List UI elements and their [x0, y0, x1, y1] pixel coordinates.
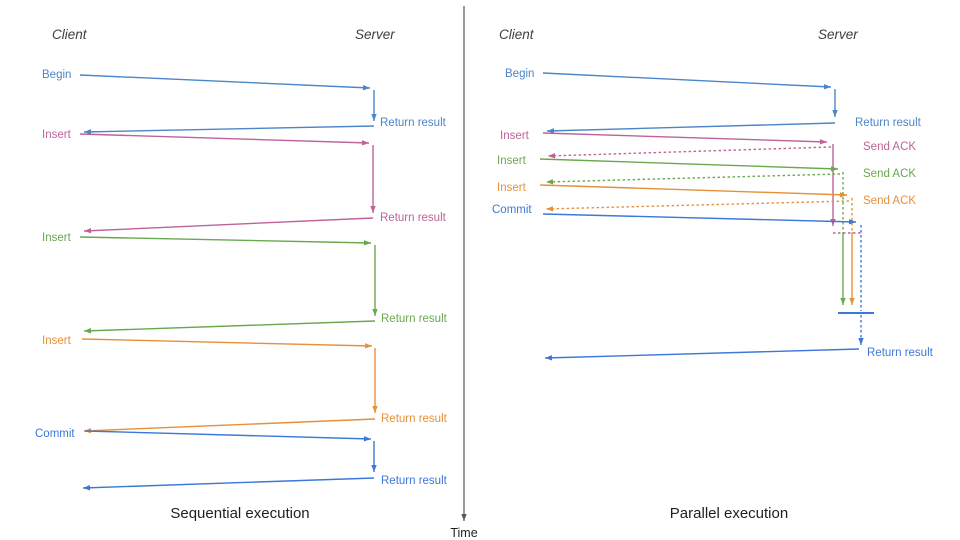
label-return-result-begin-left: Return result — [380, 117, 447, 129]
seq-insert1-processing-arrowhead-icon — [370, 206, 376, 213]
label-insert1-right: Insert — [500, 130, 530, 142]
label-commit-left: Commit — [35, 428, 75, 440]
par-begin-processing-arrowhead-icon — [832, 110, 838, 117]
client-header-right: Client — [499, 27, 535, 42]
seq-begin-response — [83, 125, 375, 133]
par-insert3-ack-arrowhead-icon — [546, 206, 554, 212]
par-commit-response-arrowhead-icon — [545, 355, 553, 361]
seq-insert2-response-arrowhead-icon — [84, 328, 92, 334]
label-return-result-insert3-left: Return result — [381, 413, 448, 425]
seq-begin-request-arrowhead-icon — [362, 84, 370, 91]
seq-insert1-response-arrowhead-icon — [84, 227, 92, 234]
server-header-right: Server — [818, 27, 858, 42]
label-send-ack1-right: Send ACK — [863, 141, 916, 153]
par-insert2-ack — [545, 173, 841, 183]
seq-insert2-response — [83, 320, 376, 332]
par-commit-finish-arrowhead-icon — [858, 338, 864, 345]
par-insert2-request — [539, 158, 839, 170]
seq-insert2-request — [79, 236, 372, 244]
label-commit-right: Commit — [492, 204, 532, 216]
seq-insert2-request-arrowhead-icon — [363, 240, 371, 246]
label-return-result-commit-right: Return result — [867, 347, 934, 359]
label-insert3-left: Insert — [42, 335, 72, 347]
seq-insert3-response — [83, 418, 376, 432]
label-return-result-commit-left: Return result — [381, 475, 448, 487]
seq-begin-request — [79, 74, 371, 89]
server-header-left: Server — [355, 27, 395, 42]
par-commit-request — [542, 213, 857, 223]
par-begin-response — [546, 122, 836, 132]
label-insert3-right: Insert — [497, 182, 527, 194]
label-send-ack3-right: Send ACK — [863, 195, 916, 207]
par-insert1-processing-arrowhead-icon — [830, 219, 836, 226]
label-return-result-insert1-left: Return result — [380, 212, 447, 224]
time-axis-line-arrowhead-icon — [461, 514, 467, 521]
client-header-left: Client — [52, 27, 88, 42]
par-begin-response-arrowhead-icon — [547, 128, 555, 134]
seq-insert1-request — [79, 133, 370, 144]
time-axis-label: Time — [450, 526, 477, 540]
seq-commit-response-arrowhead-icon — [83, 485, 91, 491]
seq-insert3-request — [81, 338, 373, 347]
par-insert3-processing-arrowhead-icon — [849, 298, 855, 305]
par-insert1-ack — [547, 146, 832, 157]
par-begin-request — [542, 72, 832, 88]
seq-commit-request-arrowhead-icon — [363, 436, 371, 442]
par-begin-request-arrowhead-icon — [823, 83, 831, 90]
seq-insert3-processing-arrowhead-icon — [372, 406, 378, 413]
label-insert1-left: Insert — [42, 129, 72, 141]
par-insert1-request — [542, 132, 828, 143]
par-insert2-request-arrowhead-icon — [830, 166, 838, 172]
panel-title-parallel: Parallel execution — [670, 505, 788, 522]
label-begin-right: Begin — [505, 68, 534, 80]
label-return-result-insert2-left: Return result — [381, 313, 448, 325]
label-return-result-begin-right: Return result — [855, 117, 922, 129]
seq-insert2-processing-arrowhead-icon — [372, 309, 378, 316]
par-insert3-request-arrowhead-icon — [839, 192, 847, 198]
seq-commit-request — [84, 430, 372, 440]
par-commit-request-arrowhead-icon — [848, 219, 856, 225]
par-insert2-processing-arrowhead-icon — [840, 298, 846, 305]
par-insert3-ack — [545, 200, 850, 210]
label-insert2-left: Insert — [42, 232, 72, 244]
seq-begin-response-arrowhead-icon — [84, 129, 92, 135]
seq-insert1-request-arrowhead-icon — [361, 140, 369, 146]
par-insert2-ack-arrowhead-icon — [546, 179, 554, 185]
seq-commit-processing-arrowhead-icon — [371, 465, 377, 472]
panel-title-sequential: Sequential execution — [170, 505, 309, 522]
par-insert1-request-arrowhead-icon — [819, 139, 827, 145]
label-insert2-right: Insert — [497, 155, 527, 167]
label-send-ack2-right: Send ACK — [863, 168, 916, 180]
seq-begin-processing-arrowhead-icon — [371, 114, 377, 121]
seq-insert1-response — [83, 217, 374, 232]
par-insert3-request — [539, 184, 848, 196]
par-insert1-ack-arrowhead-icon — [548, 153, 556, 159]
seq-commit-response — [82, 477, 375, 489]
seq-insert3-request-arrowhead-icon — [364, 343, 372, 349]
label-begin-left: Begin — [42, 69, 71, 81]
par-commit-response — [544, 348, 860, 359]
